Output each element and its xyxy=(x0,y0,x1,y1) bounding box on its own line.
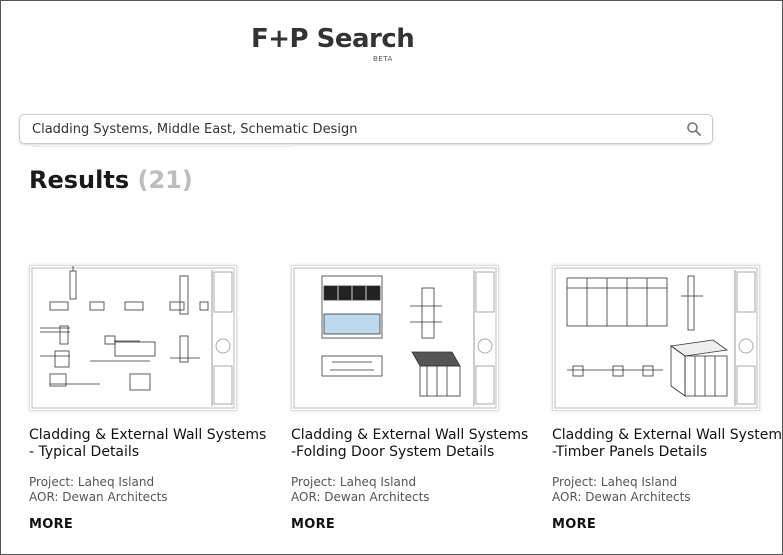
results-count: (21) xyxy=(137,166,193,194)
drawing-sheet-image xyxy=(31,266,235,409)
drawing-sheet-image xyxy=(554,267,758,409)
result-card: Cladding & External Wall Systems - Typic… xyxy=(29,265,269,532)
result-card: Cladding & External Wall Systems -Foldin… xyxy=(291,265,531,532)
card-project: Project: Laheq Island xyxy=(29,475,155,489)
result-card: Cladding & External Wall Systems -Timber… xyxy=(552,265,783,532)
card-aor: AOR: Dewan Architects xyxy=(291,490,430,504)
autocomplete-hint xyxy=(32,146,292,149)
card-title[interactable]: Cladding & External Wall Systems -Foldin… xyxy=(291,427,529,460)
results-label: Results xyxy=(29,166,130,194)
drawing-thumbnail[interactable] xyxy=(291,265,499,411)
more-link[interactable]: MORE xyxy=(291,517,336,532)
card-aor: AOR: Dewan Architects xyxy=(29,490,168,504)
card-aor: AOR: Dewan Architects xyxy=(552,490,691,504)
search-input[interactable] xyxy=(32,120,672,138)
card-title[interactable]: Cladding & External Wall Systems -Timber… xyxy=(552,427,783,460)
card-project: Project: Laheq Island xyxy=(552,475,678,489)
card-title[interactable]: Cladding & External Wall Systems - Typic… xyxy=(29,427,267,460)
more-link[interactable]: MORE xyxy=(29,517,74,532)
search-icon[interactable] xyxy=(686,121,702,137)
beta-badge: BETA xyxy=(373,55,393,63)
results-heading: Results (21) xyxy=(29,166,193,194)
card-project: Project: Laheq Island xyxy=(291,475,417,489)
search-bar xyxy=(19,114,713,144)
app-logo[interactable]: F+P Search xyxy=(251,24,415,54)
more-link[interactable]: MORE xyxy=(552,517,597,532)
drawing-thumbnail[interactable] xyxy=(29,265,237,411)
drawing-thumbnail[interactable] xyxy=(552,265,760,411)
drawing-sheet-image xyxy=(293,267,497,409)
